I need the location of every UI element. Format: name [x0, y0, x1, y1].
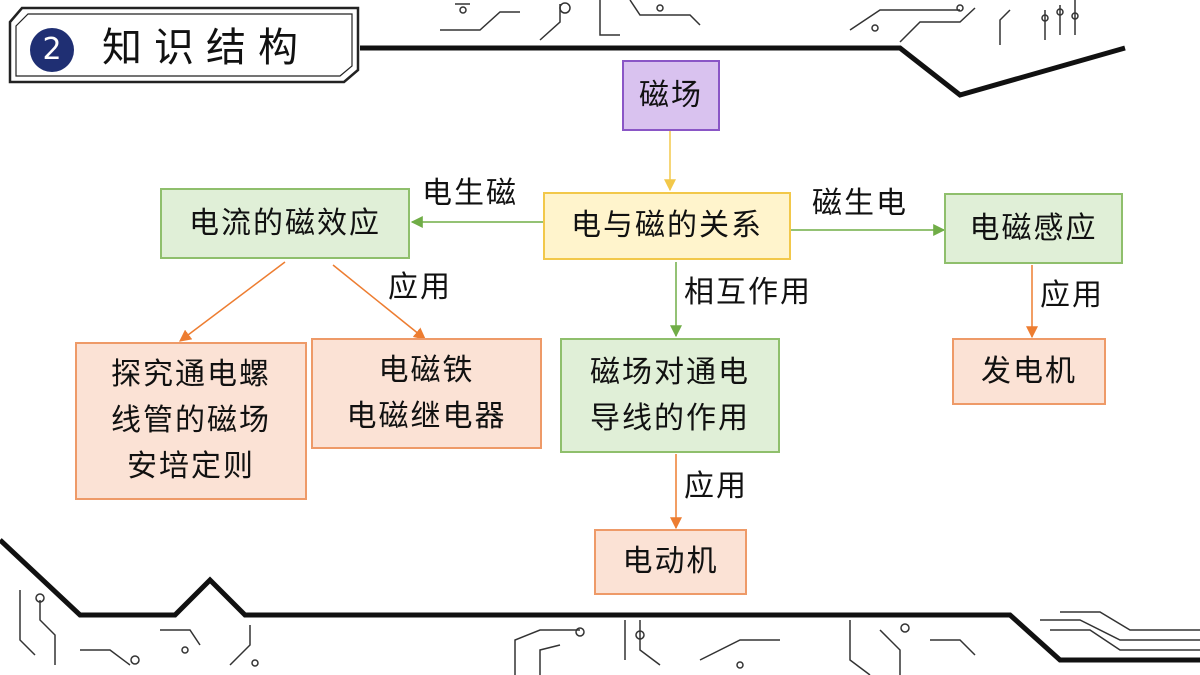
section-number-badge: 2: [30, 28, 74, 72]
node-solenoid-ampere-rule: 探究通电螺 线管的磁场 安培定则: [75, 342, 307, 500]
node-force-on-conductor: 磁场对通电 导线的作用: [560, 338, 780, 453]
node-generator: 发电机: [952, 338, 1106, 405]
node-electric-magnetic-relation: 电与磁的关系: [543, 192, 791, 260]
node-electromagnetic-induction: 电磁感应: [944, 193, 1123, 264]
page-title: 知识结构: [102, 25, 310, 71]
arrow-current-to-solenoid: [179, 261, 286, 342]
label-application-right: 应用: [1040, 278, 1104, 313]
node-current-magnetic-effect: 电流的磁效应: [160, 188, 410, 259]
label-magnetism-to-electricity: 磁生电: [812, 186, 908, 221]
node-motor: 电动机: [594, 529, 747, 595]
label-application-center: 应用: [684, 469, 748, 504]
label-electricity-to-magnetism: 电生磁: [422, 176, 518, 211]
section-title-badge: 2 知识结构: [8, 6, 360, 84]
arrow-current-to-electromagnet: [332, 264, 426, 340]
badge-frame: [8, 6, 360, 84]
label-interaction: 相互作用: [684, 275, 812, 310]
node-electromagnet-relay: 电磁铁 电磁继电器: [311, 338, 542, 449]
node-magnetic-field: 磁场: [622, 60, 720, 131]
label-application-left: 应用: [388, 270, 452, 305]
